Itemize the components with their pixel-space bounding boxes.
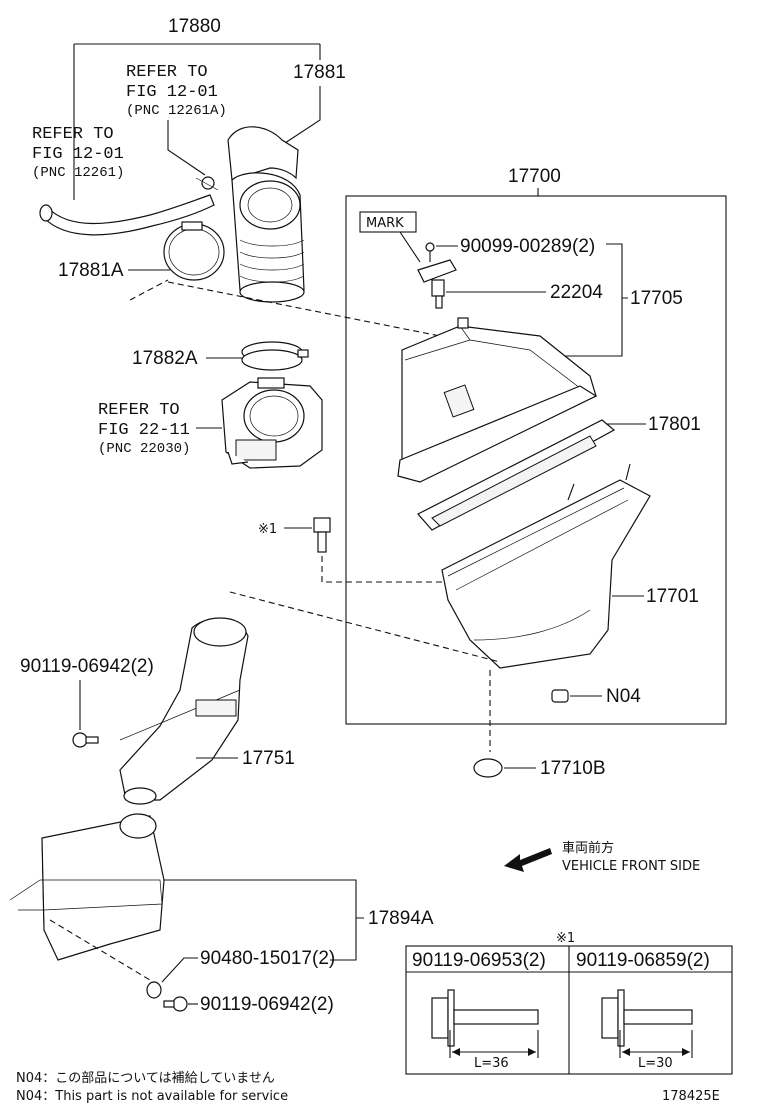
part-no-17801: 17801 [648,414,701,435]
part-no-90099-00289: 90099-00289(2) [460,236,595,257]
bolt-col-2-length: L=30 [638,1056,673,1071]
reference-note-12261: REFER TO FIG 12-01 (PNC 12261) [32,125,124,181]
dashed-line-duct [229,591,501,663]
figure-id: 178425E [662,1089,720,1104]
ref-line3: (PNC 12261) [32,165,124,181]
ref-line2: FIG 12-01 [126,83,218,102]
air-cleaner-case-drawing [441,463,651,669]
grommet-17710B-drawing [473,758,503,778]
bolt-col-1-length: L=36 [474,1056,509,1071]
leader-12261A [167,120,206,176]
part-no-17710B: 17710B [540,758,606,779]
ref-line2: FIG 12-01 [32,145,124,164]
part-no-17705: 17705 [630,288,683,309]
mark-label: MARK [366,216,404,231]
bolt-90119-upper-drawing [72,732,99,748]
part-no-17881A: 17881A [58,260,124,281]
part-no-17700: 17700 [508,166,561,187]
leader-90480 [161,957,198,983]
bolt-length-table: ※1 90119-06953(2) 90119-06859(2) L=36 L=… [405,931,733,1075]
reference-note-22030: REFER TO FIG 22-11 (PNC 22030) [98,401,190,457]
part-no-90480-15017: 90480-15017(2) [200,948,335,969]
footnote-jp: N04：この部品については補給していません [16,1071,275,1086]
throttle-body-drawing [221,377,323,469]
air-filter-element-drawing [417,419,616,531]
arrow-left-icon [504,848,552,872]
air-cleaner-cap-drawing [397,317,598,483]
footnote-en: N04：This part is not available for servi… [16,1089,288,1104]
vehicle-front-direction: 車両前方 VEHICLE FRONT SIDE [504,840,700,874]
leader-17881 [281,86,321,146]
part-no-17751: 17751 [242,748,295,769]
mass-air-flow-sensor-drawing [417,259,457,309]
dashed-line-bolt [321,556,442,583]
clip-90480-drawing [146,981,162,999]
hose-clamp-drawing [163,221,225,281]
breather-hose-drawing [39,176,219,236]
bracket-17705 [544,243,628,357]
ref-line3: (PNC 12261A) [126,103,227,119]
dashed-line-clamp [129,279,441,337]
ref-line1: REFER TO [126,63,208,82]
grommet-n04-drawing [551,689,569,703]
bolt-36-drawing [431,989,539,1058]
part-no-17881: 17881 [293,62,346,83]
reference-note-12261A: REFER TO FIG 12-01 (PNC 12261A) [126,63,227,119]
screw-drawing [425,242,435,262]
ref-line1: REFER TO [98,401,180,420]
bolt-drawing [313,517,331,553]
bolt-col-2-part: 90119-06859(2) [576,950,710,971]
direction-en: VEHICLE FRONT SIDE [562,859,700,874]
part-no-17894A: 17894A [368,908,434,929]
bolt-90119-lower-drawing [163,996,188,1012]
bracket-17894A [164,879,364,961]
part-no-90119-06942-upper: 90119-06942(2) [20,656,154,677]
part-no-17882A: 17882A [132,348,198,369]
note-ref-1-label: ※1 [258,522,277,537]
assembly-17700-box [345,195,727,725]
part-no-17880: 17880 [168,16,221,37]
bolt-30-drawing [601,989,693,1058]
mark-tag: MARK [359,211,421,263]
direction-jp: 車両前方 [562,840,614,856]
ref-line1: REFER TO [32,125,114,144]
part-no-17701: 17701 [646,586,699,607]
part-no-N04: N04 [606,686,641,707]
gasket-drawing [241,341,309,371]
part-no-22204: 22204 [550,282,603,303]
part-no-90119-06942-lower: 90119-06942(2) [200,994,334,1015]
bracket-17880 [73,43,321,200]
ref-line3: (PNC 22030) [98,441,190,457]
air-inlet-duct-drawing [119,617,249,805]
ref-line2: FIG 22-11 [98,421,190,440]
intake-hose-drawing [227,126,305,303]
resonator-drawing [9,813,165,961]
bolt-table-ref: ※1 [556,931,575,946]
bolt-col-1-part: 90119-06953(2) [412,950,546,971]
